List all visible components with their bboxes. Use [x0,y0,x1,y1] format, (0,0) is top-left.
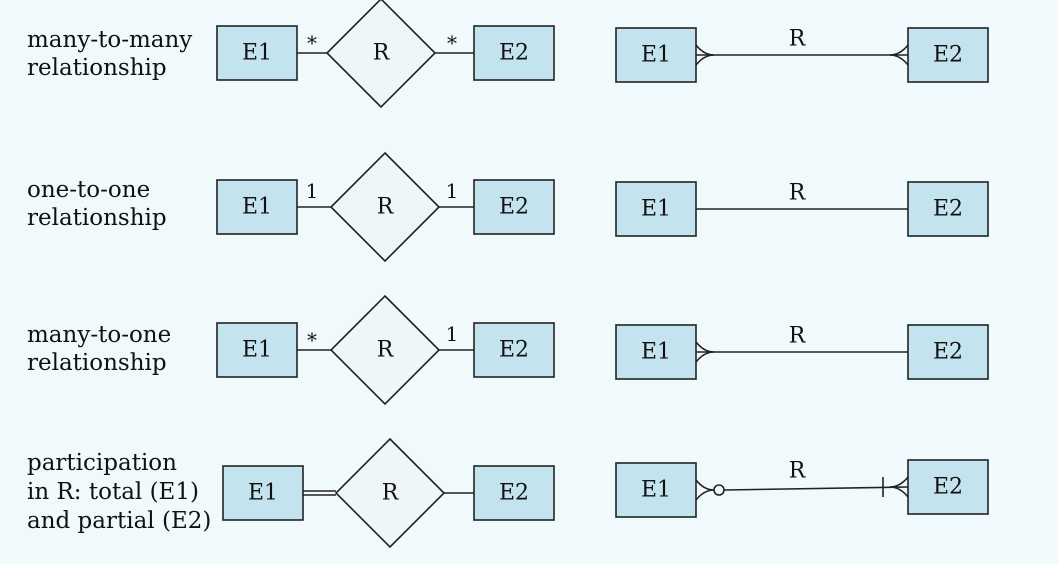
crowfoot-entity-e2-label: E2 [933,340,963,365]
crowfoot-many-marker-left [695,479,715,501]
crowfoot-entity-e1-box [615,324,697,380]
chen-entity-e1-label: E1 [248,481,278,506]
chen-relationship-label: R [377,338,395,363]
chen-cardinality-right: 1 [446,322,459,346]
crowfoot-relationship-label: R [789,27,807,52]
chen-relationship-diamond [334,437,446,549]
crowfoot-entity-e2-label: E2 [933,475,963,500]
crowfoot-zero-marker-left [713,484,725,496]
chen-cardinality-left: * [307,328,317,352]
chen-entity-e1-label: E1 [242,41,272,66]
row-label-line: in R: total (E1) [27,479,199,505]
crowfoot-relationship-label: R [789,459,807,484]
crowfoot-entity-e1-label: E1 [641,478,671,503]
row-label-line: relationship [27,350,167,376]
chen-entity-e1-label: E1 [242,338,272,363]
chen-relationship-label: R [373,41,391,66]
chen-entity-e1-box [216,25,298,81]
chen-cardinality-left: * [307,31,317,55]
chen-entity-e2-label: E2 [499,338,529,363]
row-label-line: and partial (E2) [27,508,211,534]
chen-relationship-diamond [325,0,437,109]
chen-entity-e2-box [473,25,555,81]
crowfoot-relationship-label: R [789,181,807,206]
crowfoot-many-marker-right [889,44,909,66]
crowfoot-entity-e1-label: E1 [641,197,671,222]
crowfoot-entity-e1-label: E1 [641,43,671,68]
crowfoot-entity-e2-box [907,181,989,237]
chen-cardinality-right: * [447,31,457,55]
chen-relationship-diamond [329,294,441,406]
chen-entity-e2-box [473,465,555,521]
crowfoot-many-marker-right [889,476,909,498]
chen-entity-e1-box [216,179,298,235]
chen-entity-e2-label: E2 [499,41,529,66]
row-label-line: many-to-one [27,322,171,348]
crowfoot-entity-e1-box [615,462,697,518]
chen-cardinality-left: 1 [306,179,319,203]
crowfoot-relationship-line [723,486,909,491]
crowfoot-many-marker-left [695,44,715,66]
chen-entity-e2-box [473,322,555,378]
crowfoot-entity-e2-label: E2 [933,197,963,222]
chen-entity-e1-box [222,465,304,521]
chen-relationship-label: R [377,195,395,220]
chen-entity-e2-label: E2 [499,481,529,506]
crowfoot-many-marker-left [695,341,715,363]
chen-relationship-diamond [329,151,441,263]
chen-entity-e1-label: E1 [242,195,272,220]
crowfoot-entity-e1-box [615,27,697,83]
row-label-line: relationship [27,205,167,231]
crowfoot-entity-e1-box [615,181,697,237]
crowfoot-entity-e1-label: E1 [641,340,671,365]
chen-entity-e1-box [216,322,298,378]
crowfoot-relationship-label: R [789,324,807,349]
row-label-line: one-to-one [27,177,150,203]
row-label-line: many-to-many [27,27,192,53]
row-4: participation in R: total (E1) and partial… [27,437,989,549]
row-label-line: relationship [27,55,167,81]
chen-relationship-label: R [382,481,400,506]
row-label-line: participation [27,450,177,476]
chen-entity-e2-label: E2 [499,195,529,220]
chen-cardinality-right: 1 [446,179,459,203]
chen-entity-e2-box [473,179,555,235]
crowfoot-entity-e2-label: E2 [933,43,963,68]
